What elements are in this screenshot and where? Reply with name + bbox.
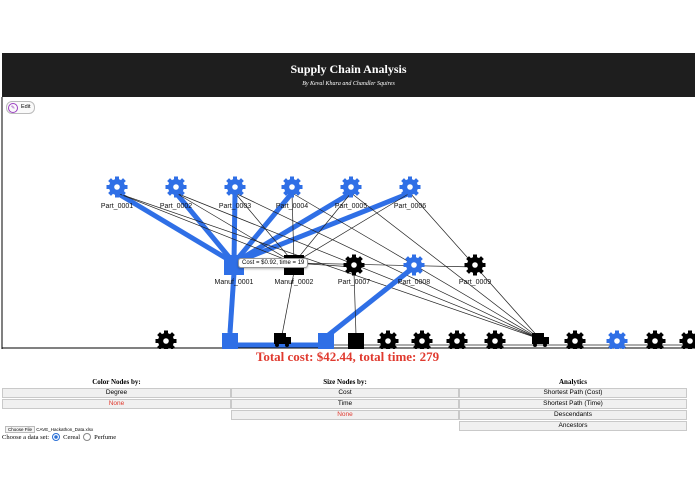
bottom-gear-icon-1[interactable]	[155, 330, 177, 350]
bottom-gear-icon-6[interactable]	[377, 330, 399, 350]
bottom-square-4[interactable]	[318, 333, 334, 349]
edit-button[interactable]: ✎ Edit	[6, 101, 36, 114]
pencil-icon: ✎	[8, 102, 18, 113]
radio-perfume[interactable]	[83, 433, 92, 441]
edge-part-dist-1	[116, 192, 541, 340]
part-label-1: Part_0001	[101, 203, 133, 210]
edge-p7-sq	[353, 271, 357, 336]
bottom-gear-icon-8[interactable]	[446, 330, 468, 350]
analytics-heading: Analytics	[559, 378, 587, 386]
part-label-4: Part_0004	[276, 203, 308, 210]
color-option-none[interactable]: None	[2, 399, 231, 409]
analytics-panel: Analytics Shortest Path (Cost) Shortest …	[459, 378, 687, 431]
mid-label-3: Part_0007	[338, 279, 370, 286]
dataset-label: Choose a data set:	[2, 433, 50, 441]
part-label-5: Part_0005	[335, 203, 367, 210]
part-label-2: Part_0002	[160, 203, 192, 210]
mid-gear-icon-5[interactable]	[464, 254, 486, 276]
part-gear-icon-6[interactable]	[399, 176, 421, 198]
mid-label-1: Manuf_0001	[215, 279, 254, 286]
mid-gear-icon-4[interactable]	[403, 254, 425, 276]
edge-part-manuf2-2	[175, 192, 295, 264]
analytics-shortest-time[interactable]: Shortest Path (Time)	[459, 399, 687, 409]
edge-manuf1-bottom	[227, 272, 237, 334]
edge-part-dist-3	[234, 192, 541, 340]
truck-icon-3[interactable]	[274, 333, 291, 347]
part-label-6: Part_0006	[394, 203, 426, 210]
edge-part-manuf1-5	[232, 190, 353, 266]
truck-icon-10[interactable]	[532, 333, 549, 347]
app-header: Supply Chain Analysis By Keval Khara and…	[2, 53, 695, 97]
mid-gear-icon-3[interactable]	[343, 254, 365, 276]
analytics-ancestors[interactable]: Ancestors	[459, 421, 687, 431]
edge-part-manuf2-5	[293, 192, 352, 264]
bottom-gear-icon-14[interactable]	[679, 330, 695, 350]
mid-label-4: Part_0008	[398, 279, 430, 286]
part-gear-icon-3[interactable]	[224, 176, 246, 198]
color-option-degree[interactable]: Degree	[2, 388, 231, 398]
part-gear-icon-4[interactable]	[281, 176, 303, 198]
page-title: Supply Chain Analysis	[290, 62, 407, 76]
choose-file-button[interactable]: Choose File	[5, 426, 36, 433]
page-subtitle: By Keval Khara and Chandler Squires	[302, 81, 395, 87]
edge-p9-m2	[293, 262, 476, 268]
color-nodes-panel: Color Nodes by: Degree None	[2, 378, 231, 409]
bottom-square-5[interactable]	[348, 333, 364, 349]
edge-part-manuf1-1	[115, 190, 236, 266]
part-gear-icon-1[interactable]	[106, 176, 128, 198]
dataset-chooser: Choose a data set: Cereal Perfume	[2, 433, 116, 441]
edge-part-manuf2-1	[116, 192, 295, 264]
edge-part-manuf2-3	[234, 192, 295, 264]
edge-part-manuf2-4	[291, 192, 295, 264]
analytics-shortest-cost[interactable]: Shortest Path (Cost)	[459, 388, 687, 398]
edge-part-manuf1-6	[233, 190, 411, 266]
bottom-gear-icon-11[interactable]	[564, 330, 586, 350]
radio-perfume-label: Perfume	[94, 433, 117, 441]
file-picker: Choose File CAVE_Hackathon_Data.xlsx	[5, 426, 94, 433]
bottom-gear-icon-7[interactable]	[411, 330, 433, 350]
size-nodes-heading: Size Nodes by:	[323, 378, 367, 386]
bottom-gear-icon-9[interactable]	[484, 330, 506, 350]
size-option-time[interactable]: Time	[231, 399, 459, 409]
bottom-square-2[interactable]	[222, 333, 238, 349]
edge-m2-truck	[281, 271, 295, 336]
mid-label-5: Part_0009	[459, 279, 491, 286]
edge-tooltip: Cost = $0.92, time = 19	[238, 258, 309, 268]
mid-label-2: Manuf_0002	[275, 279, 314, 286]
bottom-gear-icon-12[interactable]	[606, 330, 628, 350]
radio-cereal[interactable]	[52, 433, 61, 441]
part-gear-icon-5[interactable]	[340, 176, 362, 198]
bottom-gear-icon-13[interactable]	[644, 330, 666, 350]
analytics-descendants[interactable]: Descendants	[459, 410, 687, 420]
radio-cereal-label: Cereal	[63, 433, 81, 441]
edit-label: Edit	[21, 104, 31, 110]
size-nodes-panel: Size Nodes by: Cost Time None	[231, 378, 459, 420]
size-option-cost[interactable]: Cost	[231, 388, 459, 398]
size-option-none[interactable]: None	[231, 410, 459, 420]
part-gear-icon-2[interactable]	[165, 176, 187, 198]
part-label-3: Part_0003	[219, 203, 251, 210]
color-nodes-heading: Color Nodes by:	[92, 378, 141, 386]
file-name: CAVE_Hackathon_Data.xlsx	[36, 427, 94, 432]
total-summary: Total cost: $42.44, total time: 279	[255, 349, 440, 364]
edge-p8-bottom	[324, 265, 416, 339]
